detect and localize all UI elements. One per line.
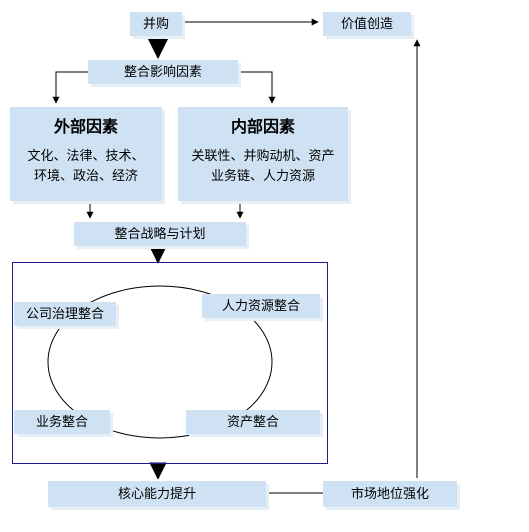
hr-integration-node: 人力资源整合 (202, 294, 320, 318)
merger-node: 并购 (130, 12, 182, 36)
asset-integration-node: 资产整合 (186, 410, 320, 434)
core-capability-node: 核心能力提升 (48, 481, 266, 507)
factors-node: 整合影响因素 (88, 60, 238, 84)
value-creation-node: 价值创造 (323, 12, 411, 36)
strategy-node: 整合战略与计划 (74, 222, 246, 246)
external-factors-node: 外部因素 文化、法律、技术、 环境、政治、经济 (10, 107, 162, 201)
internal-factors-node: 内部因素 关联性、并购动机、资产 业务链、人力资源 (178, 107, 348, 201)
market-position-node: 市场地位强化 (323, 481, 457, 507)
internal-factors-line-1: 关联性、并购动机、资产 (191, 149, 335, 164)
external-factors-line-1: 文化、法律、技术、 (27, 149, 145, 164)
external-factors-line-2: 环境、政治、经济 (33, 169, 138, 184)
arrow-factors-to-internal (238, 71, 276, 104)
governance-integration-node: 公司治理整合 (14, 302, 116, 326)
internal-factors-line-2: 业务链、人力资源 (210, 169, 315, 184)
external-factors-title: 外部因素 (53, 117, 118, 136)
business-integration-node: 业务整合 (14, 410, 110, 434)
internal-factors-title: 内部因素 (230, 117, 295, 136)
arrow-factors-to-external (52, 71, 88, 104)
